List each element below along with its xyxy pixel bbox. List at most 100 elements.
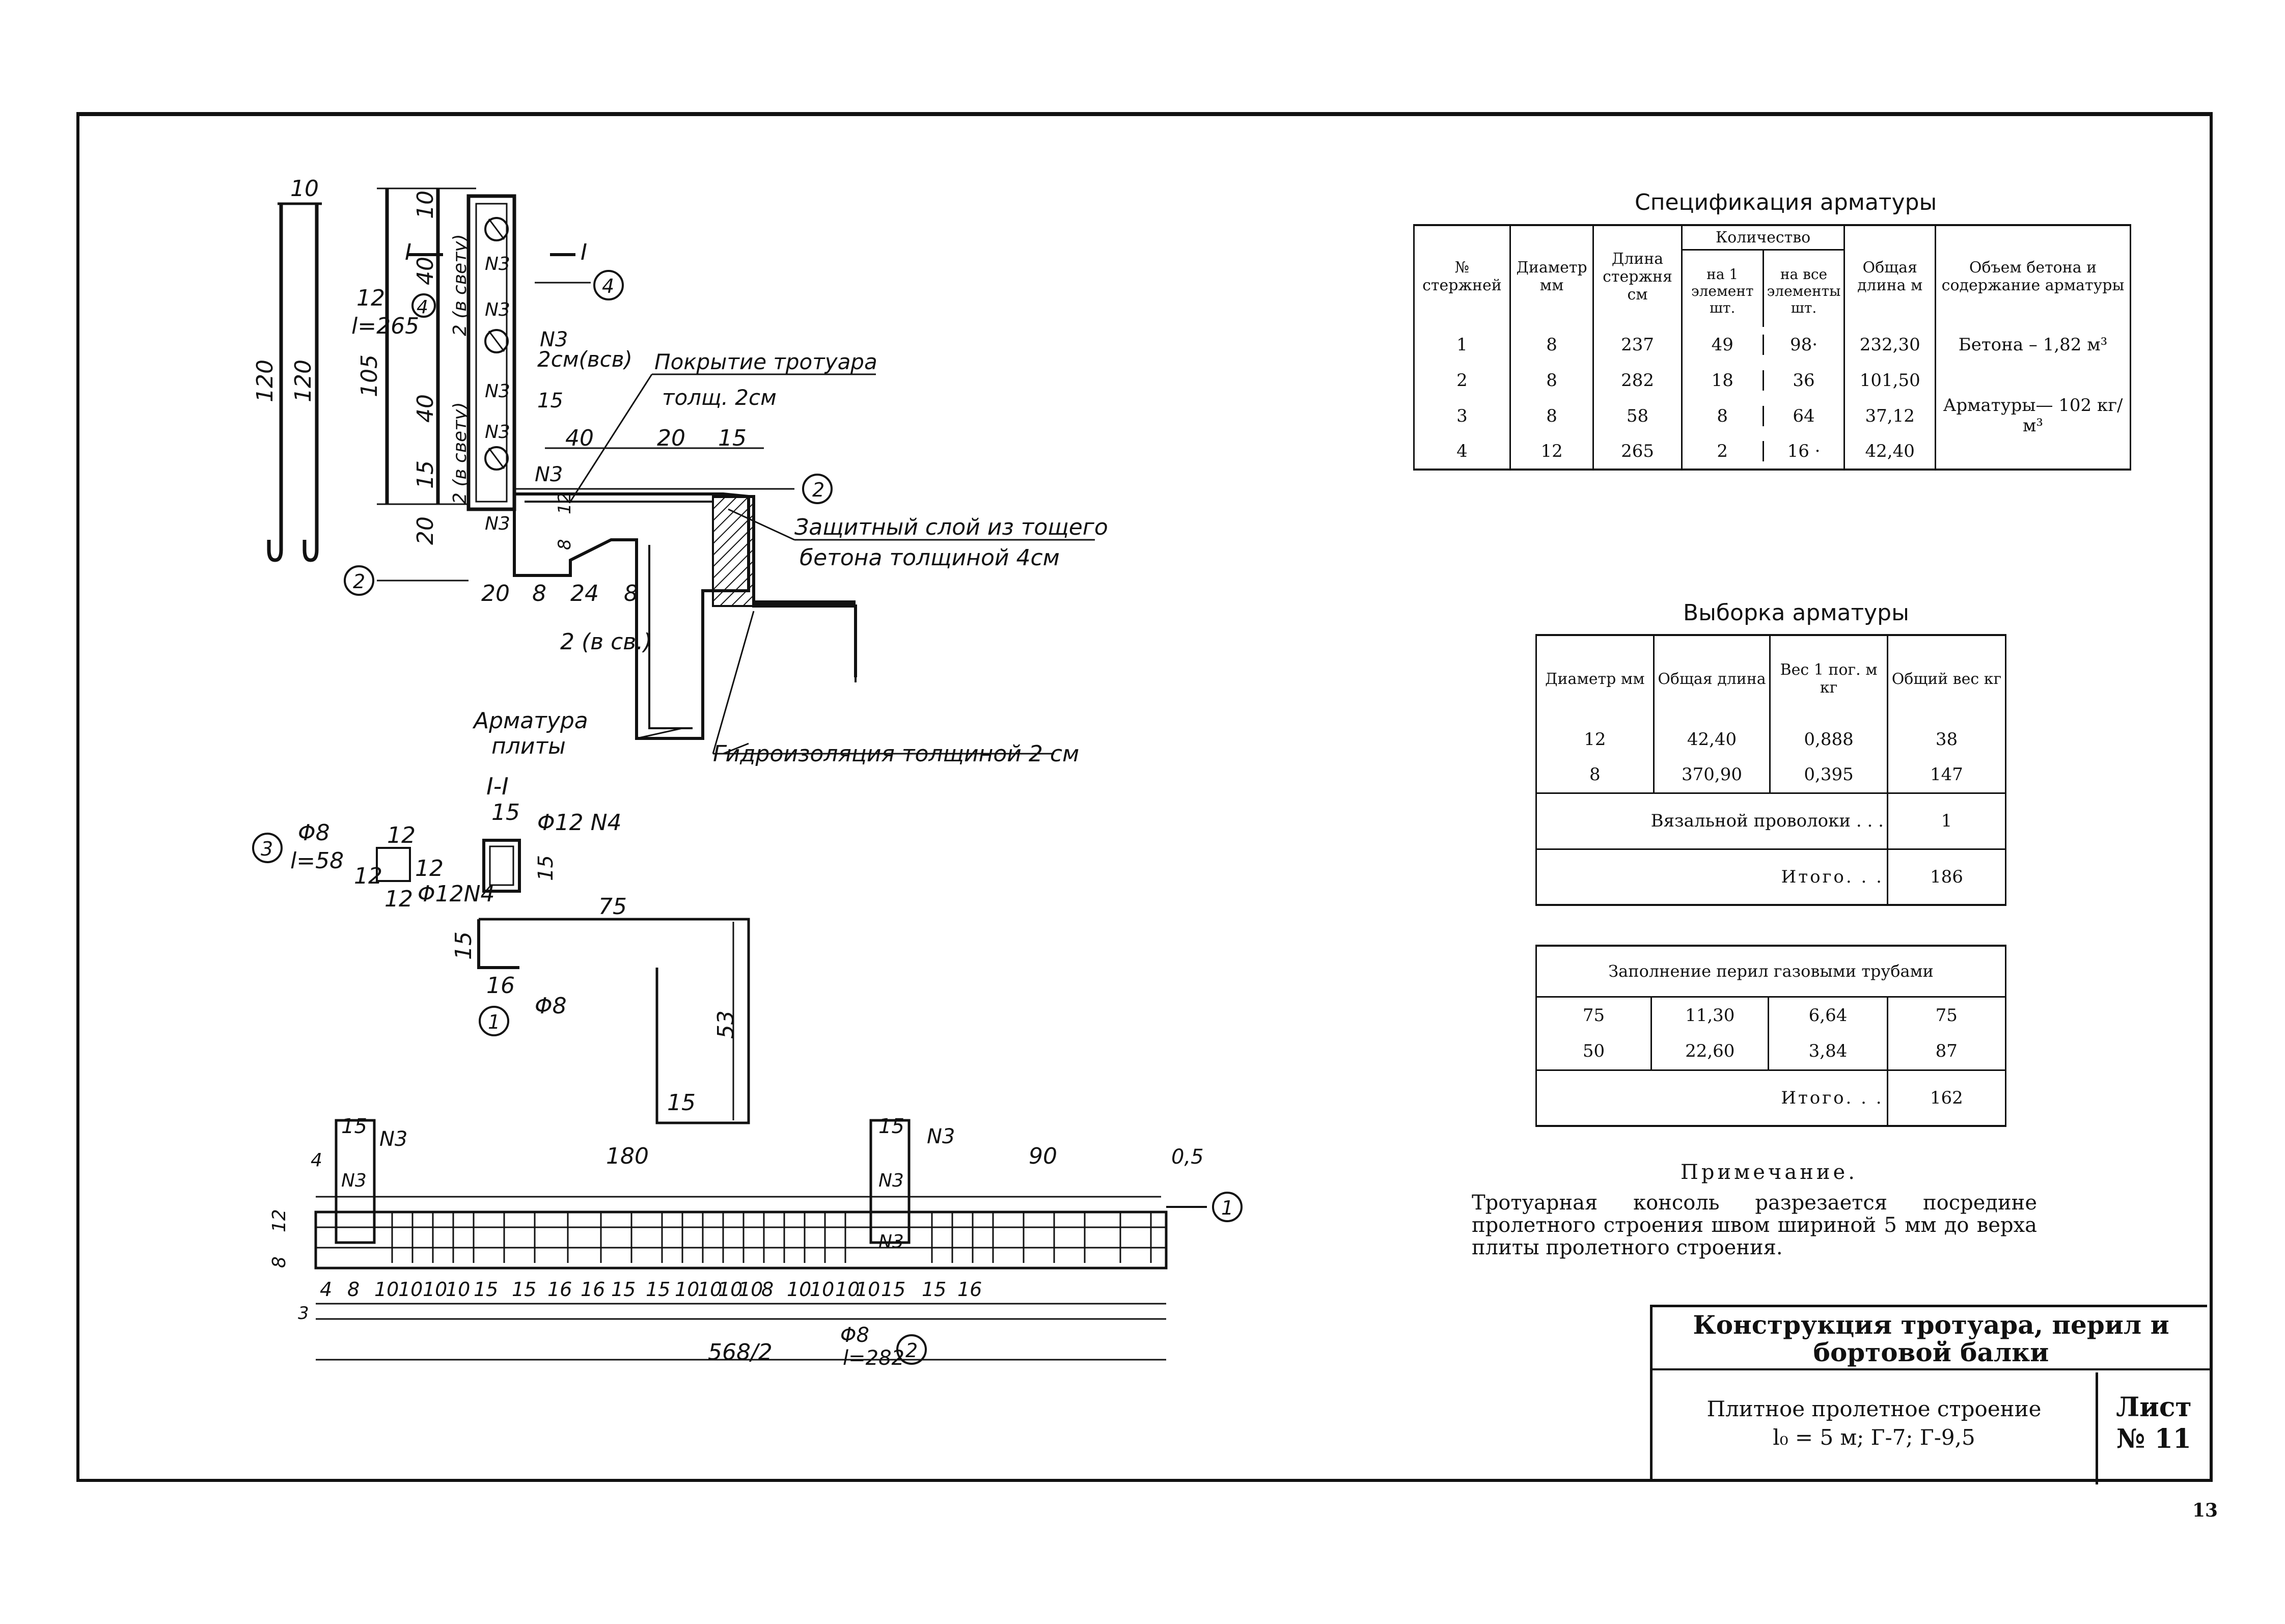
stamp-subtitle-1: Плитное пролетное строение [1706, 1396, 2042, 1421]
label-2-sv: 2 (в св.) [560, 629, 652, 655]
sel-h-len: Общая длина [1653, 635, 1771, 722]
cell: 16 · [1787, 441, 1821, 461]
dim-p15b: 15 [878, 1115, 904, 1138]
dim-c3-c: 12 [415, 856, 444, 882]
dimension-label: 10 [423, 1278, 447, 1301]
circle-2c-label: 2 [905, 1339, 918, 1362]
cell: 18 [1683, 370, 1764, 391]
cell: 3,84 [1768, 1033, 1888, 1070]
spec-h-qty: Количество [1682, 226, 1844, 251]
label-l282: l=282 [843, 1346, 904, 1370]
dimension-label: 10 [718, 1278, 742, 1301]
cell: 8 [1509, 327, 1594, 363]
label-plity: плиты [491, 733, 566, 759]
dimension-label: 15 [512, 1278, 536, 1301]
sidewalk-section [513, 492, 857, 740]
cell: 75 [1535, 997, 1653, 1033]
spec-title: Спецификация арматуры [1635, 189, 1937, 215]
cell: 8 [1535, 757, 1655, 793]
dim-b8a: 8 [532, 581, 546, 607]
dim-h15b: 15 [667, 1090, 696, 1116]
section-mark-I-right: I [581, 239, 587, 265]
railing-post [377, 187, 575, 511]
dim-p15a: 15 [341, 1115, 367, 1138]
circle-4-label: 4 [417, 297, 428, 318]
dimension-label: 10 [738, 1278, 763, 1301]
label-n3-f: N3 [535, 463, 563, 486]
dim-h16: 16 [486, 973, 515, 999]
dimension-label: 15 [474, 1278, 498, 1301]
cell: 11,30 [1650, 997, 1770, 1033]
dim-12-vert: 12 [555, 492, 575, 514]
label-pn3e: N3 [878, 1231, 904, 1252]
label-12: 12 [356, 285, 385, 311]
label-c3-d8: Φ8 [298, 820, 330, 846]
dim-p568: 568/2 [708, 1339, 773, 1365]
spec-h-qty-all: на все элементы шт. [1767, 266, 1841, 316]
dim-40b: 40 [412, 394, 438, 423]
dimension-label: 16 [547, 1278, 572, 1301]
cell: 36 [1793, 370, 1815, 391]
pipes-total-label: Итого. . . [1535, 1070, 1888, 1126]
spec-h-len: Длина стержня см [1592, 225, 1683, 327]
cell: 58 [1592, 398, 1683, 434]
dim-p3: 3 [298, 1303, 309, 1324]
dimension-label: 15 [922, 1278, 946, 1301]
label-n3-d: N3 [485, 422, 510, 443]
section-title-I-I: I-I [486, 773, 509, 800]
dim-p4: 4 [311, 1150, 322, 1171]
cell: 42,40 [1653, 722, 1771, 757]
label-10: 10 [290, 176, 319, 202]
longitudinal-section [314, 1119, 1207, 1361]
label-armatura: Арматура [472, 708, 588, 734]
sel-total-value: 186 [1886, 849, 2007, 905]
dim-105: 105 [356, 354, 382, 397]
label-gidroizolyaciya: Гидроизоляция толщиной 2 см [713, 741, 1079, 767]
dimension-label: 10 [787, 1278, 811, 1301]
cell: 8 [1509, 363, 1594, 398]
dim-c3-a: 12 [387, 822, 416, 848]
dimension-label: 10 [398, 1278, 423, 1301]
label-n3-g: N3 [540, 328, 568, 351]
stamp-subtitle-2: l₀ = 5 м; Г-7; Г-9,5 [1773, 1425, 1975, 1450]
table-row: Вязальной проволоки . . .1 [1535, 793, 2007, 849]
dim-h15: 15 [451, 931, 477, 960]
cell: 8 [1683, 406, 1764, 426]
dim-20-top: 20 [657, 425, 685, 451]
label-120b: 120 [290, 360, 316, 402]
dimension-label: 10 [446, 1278, 470, 1301]
cell: 50 [1535, 1033, 1653, 1070]
dim-b20: 20 [481, 581, 510, 607]
dimension-label: 15 [646, 1278, 670, 1301]
cell: 87 [1886, 1033, 2007, 1070]
label-n3-c: N3 [485, 381, 510, 402]
dimension-label: 10 [835, 1278, 860, 1301]
spec-h-no: № стержней [1413, 225, 1511, 327]
label-betona: бетона толщиной 4см [800, 545, 1060, 571]
spec-reinforcement: Арматуры— 102 кг/м³ [1935, 363, 2131, 470]
label-15-side: 15 [537, 389, 563, 412]
spec-h-qty-group: Количество на 1 элемент шт. на все элеме… [1681, 225, 1846, 327]
dim-20: 20 [412, 516, 438, 545]
label-f12-n4: Φ12 N4 [537, 810, 622, 836]
label-pn3b: N3 [341, 1170, 367, 1191]
table-row: Итого. . .162 [1535, 1070, 2007, 1126]
cell: 3 [1413, 398, 1511, 434]
dim-p90: 90 [1029, 1143, 1057, 1169]
cell: 37,12 [1843, 398, 1937, 434]
cell: 38 [1886, 722, 2007, 757]
sel-total-label: Итого. . . [1535, 849, 1888, 905]
sel-wire-label: Вязальной проволоки . . . [1535, 793, 1888, 849]
circle-2-label: 2 [812, 479, 824, 501]
cell: 75 [1886, 997, 2007, 1033]
stamp-title: Конструкция тротуара, перил и бортовой б… [1653, 1307, 2210, 1370]
circle-4b-label: 4 [602, 275, 614, 297]
selection-title: Выборка арматуры [1683, 600, 1909, 626]
